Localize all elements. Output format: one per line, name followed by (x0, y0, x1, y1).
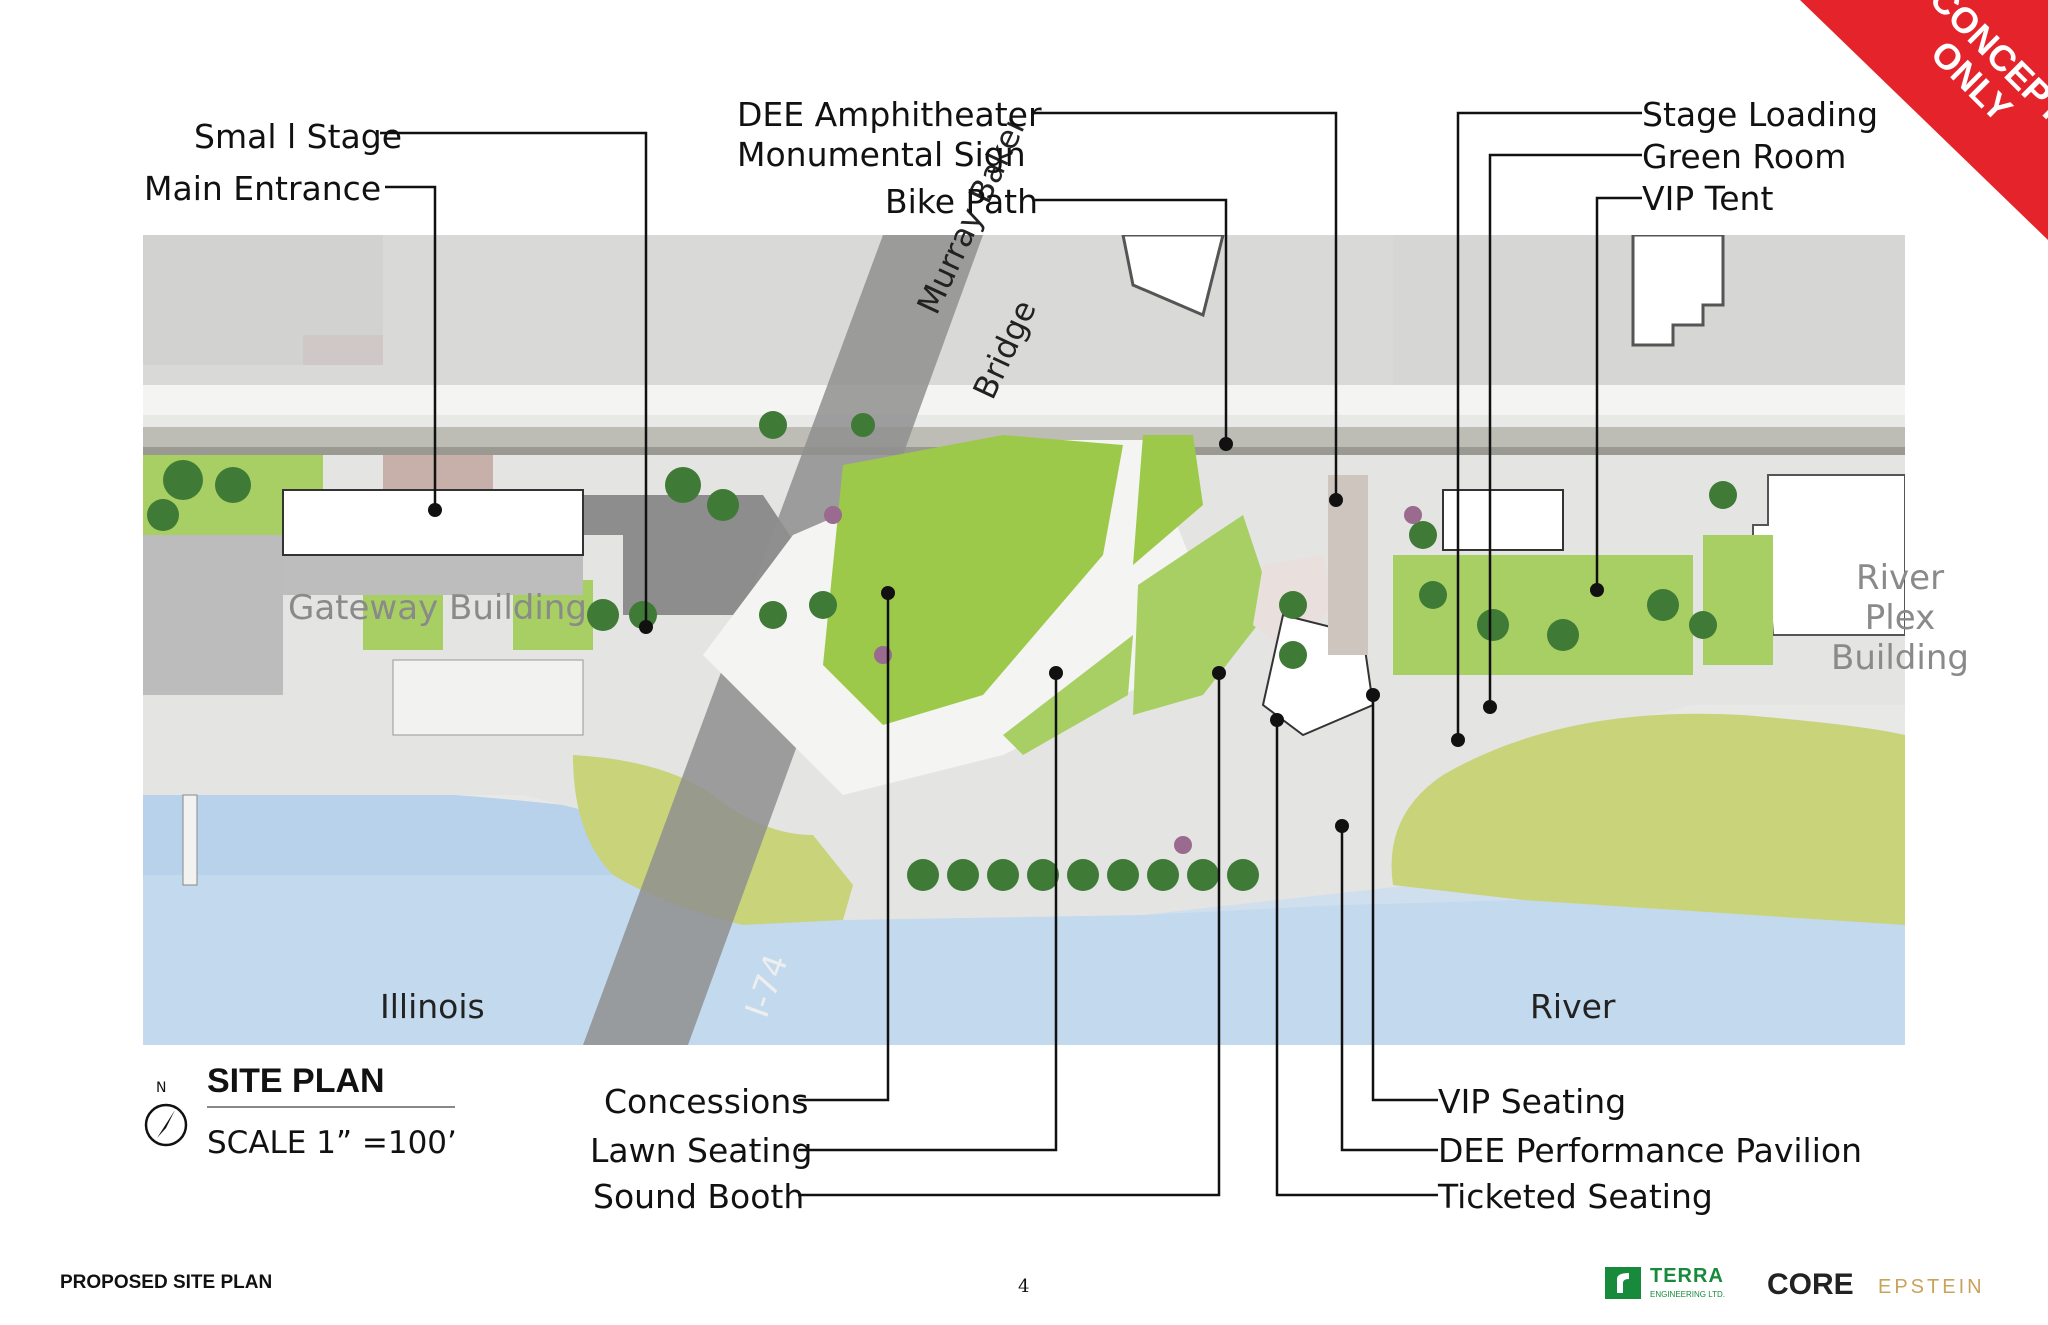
lawn-seating-label: Lawn Seating (590, 1131, 813, 1170)
page-number: 4 (1018, 1276, 1030, 1297)
terra-logo-icon (1605, 1267, 1641, 1299)
north-arrow-icon (144, 1103, 188, 1147)
performance-pavilion-label: DEE Performance Pavilion (1438, 1131, 1862, 1170)
north-label: N (156, 1080, 167, 1096)
bike-path-label: Bike Path (885, 182, 1039, 221)
concept-stamp (1800, 0, 2048, 240)
core-logo: CORE (1767, 1268, 1854, 1301)
sound-booth-label: Sound Booth (593, 1177, 805, 1216)
gateway-building-label: Gateway Building (288, 588, 587, 628)
epstein-logo: EPSTEIN (1878, 1276, 1985, 1298)
river-plex-line-1: River (1855, 558, 1945, 598)
river-plex-line-2: Plex (1864, 598, 1936, 639)
vip-seating-label: VIP Seating (1438, 1082, 1627, 1121)
footer-title: PROPOSED SITE PLAN (60, 1272, 273, 1293)
illinois-label: Illinois (380, 987, 485, 1026)
site-plan-map (143, 235, 1905, 1045)
amphitheater-sign-label-2: Monumental Sign (737, 135, 1026, 174)
river-label: River (1530, 987, 1616, 1026)
scale-label: SCALE 1” =100’ (207, 1125, 457, 1161)
site-plan-title: SITE PLAN (207, 1062, 385, 1100)
main-entrance-label: Main Entrance (144, 169, 382, 208)
river-plex-line-3: Building (1831, 638, 1969, 679)
ticketed-seating-label: Ticketed Seating (1438, 1177, 1713, 1216)
green-room-label: Green Room (1642, 137, 1847, 176)
small-stage-label: Smal l Stage (194, 117, 402, 156)
concessions-label: Concessions (604, 1082, 809, 1121)
terra-wordmark: TERRA (1650, 1265, 1724, 1287)
title-divider (207, 1106, 455, 1108)
amphitheater-sign-label-1: DEE Amphitheater (737, 95, 1042, 134)
stage-loading-label: Stage Loading (1642, 95, 1879, 134)
vip-tent-label: VIP Tent (1642, 179, 1774, 218)
river-plex-label: River Plex Building (1830, 558, 1970, 678)
terra-subtitle: ENGINEERING LTD. (1650, 1290, 1725, 1299)
